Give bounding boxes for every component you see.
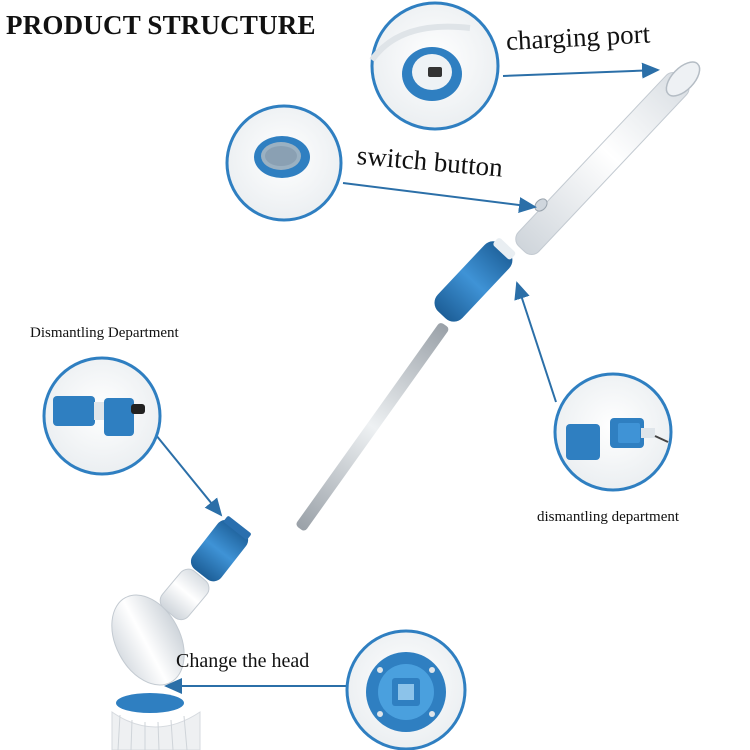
change-the-head-label: Change the head	[176, 650, 310, 672]
detail-change-head	[345, 629, 467, 750]
arrow-charging-port	[502, 62, 660, 79]
detail-dismantling-lower	[553, 372, 673, 492]
spin-scrubber-device	[111, 61, 701, 750]
page-title: PRODUCT STRUCTURE	[6, 10, 316, 40]
arrow-dismantling-upper	[514, 281, 557, 403]
dismantling-department-lower-label: dismantling department	[537, 509, 680, 525]
upper-blue-collar	[434, 238, 516, 322]
charging-port-cap	[665, 61, 701, 97]
dismantling-department-upper-label: Dismantling Department	[30, 325, 179, 341]
arrow-dismantling-lower	[146, 423, 223, 517]
lower-neck	[159, 568, 210, 621]
lower-blue-collar	[190, 516, 251, 582]
detail-dismantling-upper	[42, 356, 162, 476]
arrow-switch-button	[342, 182, 537, 213]
upper-handle	[515, 72, 690, 255]
brush-head	[111, 594, 201, 750]
extension-rod	[296, 323, 449, 531]
detail-charging-port	[369, 1, 500, 131]
detail-switch-button	[225, 104, 343, 222]
callout-arrows	[146, 62, 660, 694]
